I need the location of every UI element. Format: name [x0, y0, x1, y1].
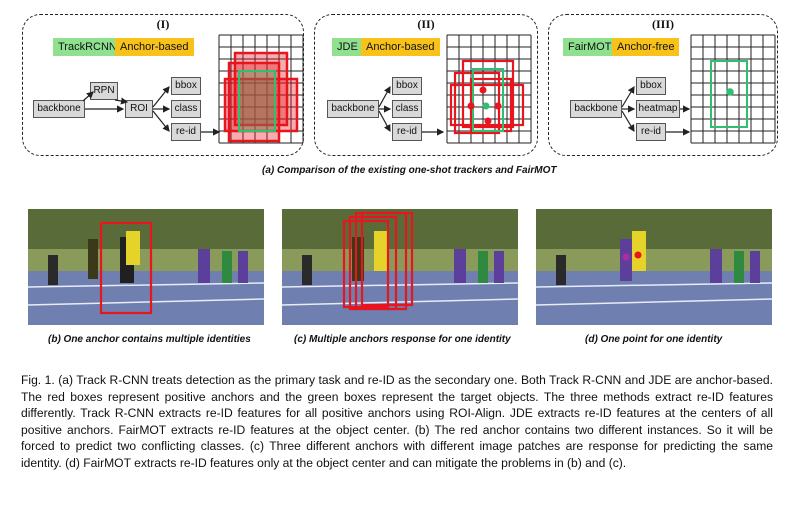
tracker-name-tag: JDE: [332, 38, 363, 56]
bbox-box: bbox: [171, 77, 201, 95]
tracker-name-tag: TrackRCNN: [53, 38, 122, 56]
roi-box: ROI: [125, 100, 153, 118]
panel-title: (I): [156, 17, 170, 31]
photo-b: [27, 209, 265, 325]
panel-jde: (II) JDE Anchor-based backbone bbox clas…: [314, 14, 538, 156]
caption-c: (c) Multiple anchors response for one id…: [294, 334, 511, 345]
reid-box: re-id: [171, 123, 201, 141]
reid-box: re-id: [636, 123, 666, 141]
rpn-box: RPN: [90, 82, 118, 100]
tracker-name-tag: FairMOT: [563, 38, 617, 56]
method-type-tag: Anchor-based: [361, 38, 440, 56]
panel-trackrcnn: (I) TrackRCNN Anchor-based backbone RPN …: [22, 14, 304, 156]
backbone-box: backbone: [33, 100, 85, 118]
reid-box: re-id: [392, 123, 422, 141]
backbone-box: backbone: [570, 100, 622, 118]
photo-d: [535, 209, 773, 325]
class-box: class: [392, 100, 422, 118]
flow-arrows: [621, 85, 691, 136]
panel-title: (II): [417, 17, 435, 31]
panel-title: (III): [651, 17, 674, 31]
caption-b: (b) One anchor contains multiple identit…: [48, 334, 251, 345]
backbone-box: backbone: [327, 100, 379, 118]
anchor-grid-ii: [446, 34, 532, 144]
method-type-tag: Anchor-free: [612, 38, 680, 56]
class-box: class: [171, 100, 201, 118]
heatmap-box: heatmap: [636, 100, 680, 118]
method-type-tag: Anchor-based: [115, 38, 194, 56]
photo-c: [281, 209, 519, 325]
caption-d: (d) One point for one identity: [585, 334, 723, 345]
flow-arrows: [82, 86, 221, 136]
bbox-box: bbox: [392, 77, 422, 95]
caption-a: (a) Comparison of the existing one-shot …: [262, 165, 557, 176]
figure-caption: Fig. 1. (a) Track R-CNN treats detection…: [21, 373, 773, 470]
flow-arrows: [378, 85, 445, 136]
anchor-grid-i: [218, 34, 304, 144]
panel-fairmot: (III) FairMOT Anchor-free backbone bbox …: [548, 14, 778, 156]
anchor-grid-iii: [690, 34, 776, 144]
bbox-box: bbox: [636, 77, 666, 95]
